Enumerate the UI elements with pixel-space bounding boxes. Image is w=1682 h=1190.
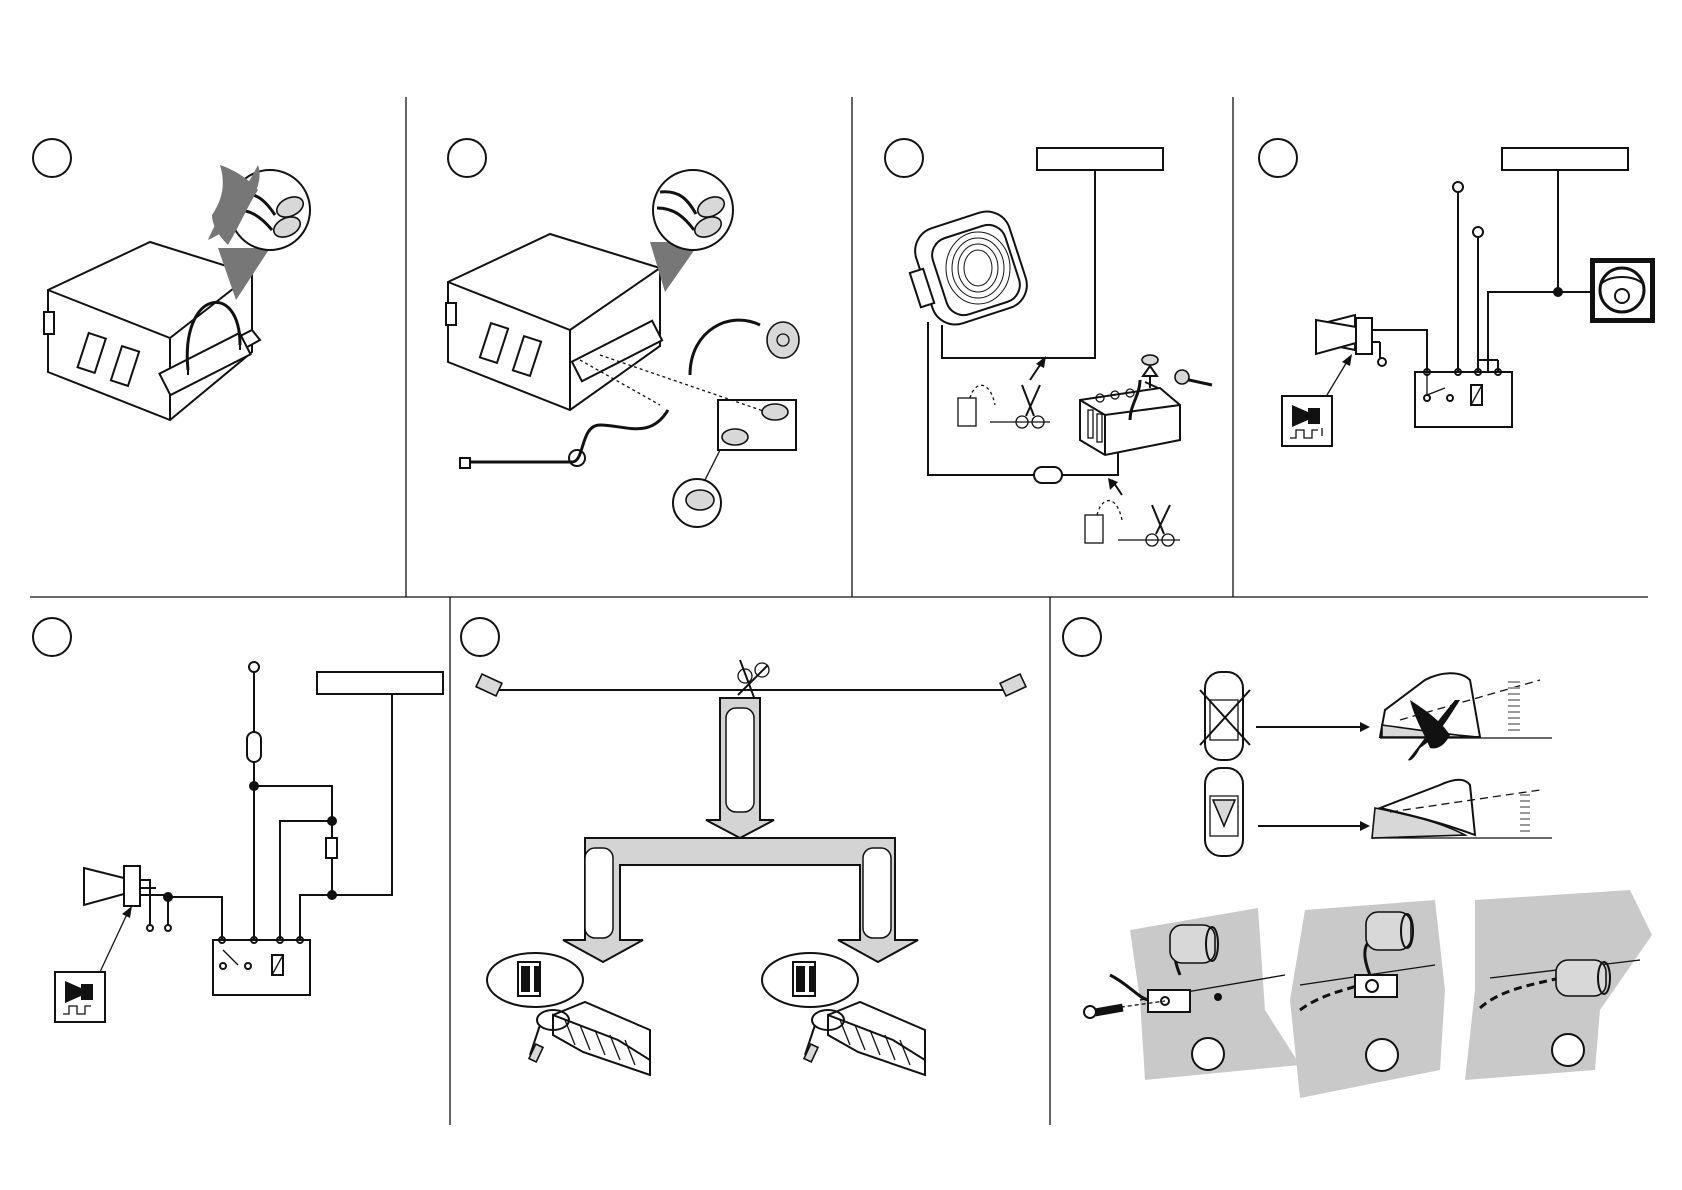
fuse-icon xyxy=(247,732,261,762)
scissors-icon xyxy=(738,660,769,700)
step-circle-2 xyxy=(448,139,486,177)
step-circle-3 xyxy=(885,139,923,177)
connector-block-right-icon xyxy=(762,953,925,1075)
label-box-horn xyxy=(1502,148,1628,170)
relay-icon xyxy=(213,937,310,995)
split-arrow-icon xyxy=(563,698,918,962)
siren-icon xyxy=(909,205,1033,330)
horn-icon xyxy=(84,866,171,931)
cut-wire-icon xyxy=(1085,501,1180,543)
label-box-siren xyxy=(1037,148,1163,170)
connector-block-left-icon xyxy=(487,953,650,1075)
horn-signal-icon xyxy=(55,972,105,1022)
panel-3-siren-battery xyxy=(909,148,1212,546)
connector-left-icon xyxy=(476,674,502,696)
car-top-view-icon xyxy=(1205,768,1243,856)
battery-icon xyxy=(1080,380,1180,455)
steering-wheel-icon xyxy=(1590,258,1655,323)
car-top-view-crossed-icon xyxy=(1200,672,1250,760)
alarm-module-icon xyxy=(446,234,662,410)
relay-icon xyxy=(1415,360,1512,427)
connector-right-icon xyxy=(1000,674,1026,696)
tilt-sensor-wrong-icon xyxy=(1380,673,1552,760)
step-circle-1 xyxy=(33,139,71,177)
step-circle-5 xyxy=(33,618,71,656)
horn-signal-icon xyxy=(1282,396,1332,446)
panel-6-connector-split xyxy=(476,660,1026,1075)
screw-icon xyxy=(1084,1004,1123,1018)
connector-zoom-icon xyxy=(653,170,733,250)
panel-2-wiring xyxy=(446,170,799,527)
led-icon xyxy=(690,320,799,375)
panel-4-horn-relay xyxy=(1282,148,1655,446)
step-circle-4 xyxy=(1259,139,1297,177)
panel-1-jumper-removal xyxy=(44,165,310,420)
connector-zoom-icon xyxy=(673,479,721,527)
panel-5-horn-fuse xyxy=(55,662,443,1022)
label-box-horn-relay xyxy=(317,672,443,694)
tilt-sensor-correct-icon xyxy=(1372,780,1552,838)
battery-terminal-icon xyxy=(1142,355,1212,388)
fuse-icon xyxy=(1034,467,1062,483)
step-circle-7 xyxy=(1063,618,1101,656)
panel-7-tilt-sensor xyxy=(1084,672,1652,1098)
step-circle-6 xyxy=(461,618,499,656)
